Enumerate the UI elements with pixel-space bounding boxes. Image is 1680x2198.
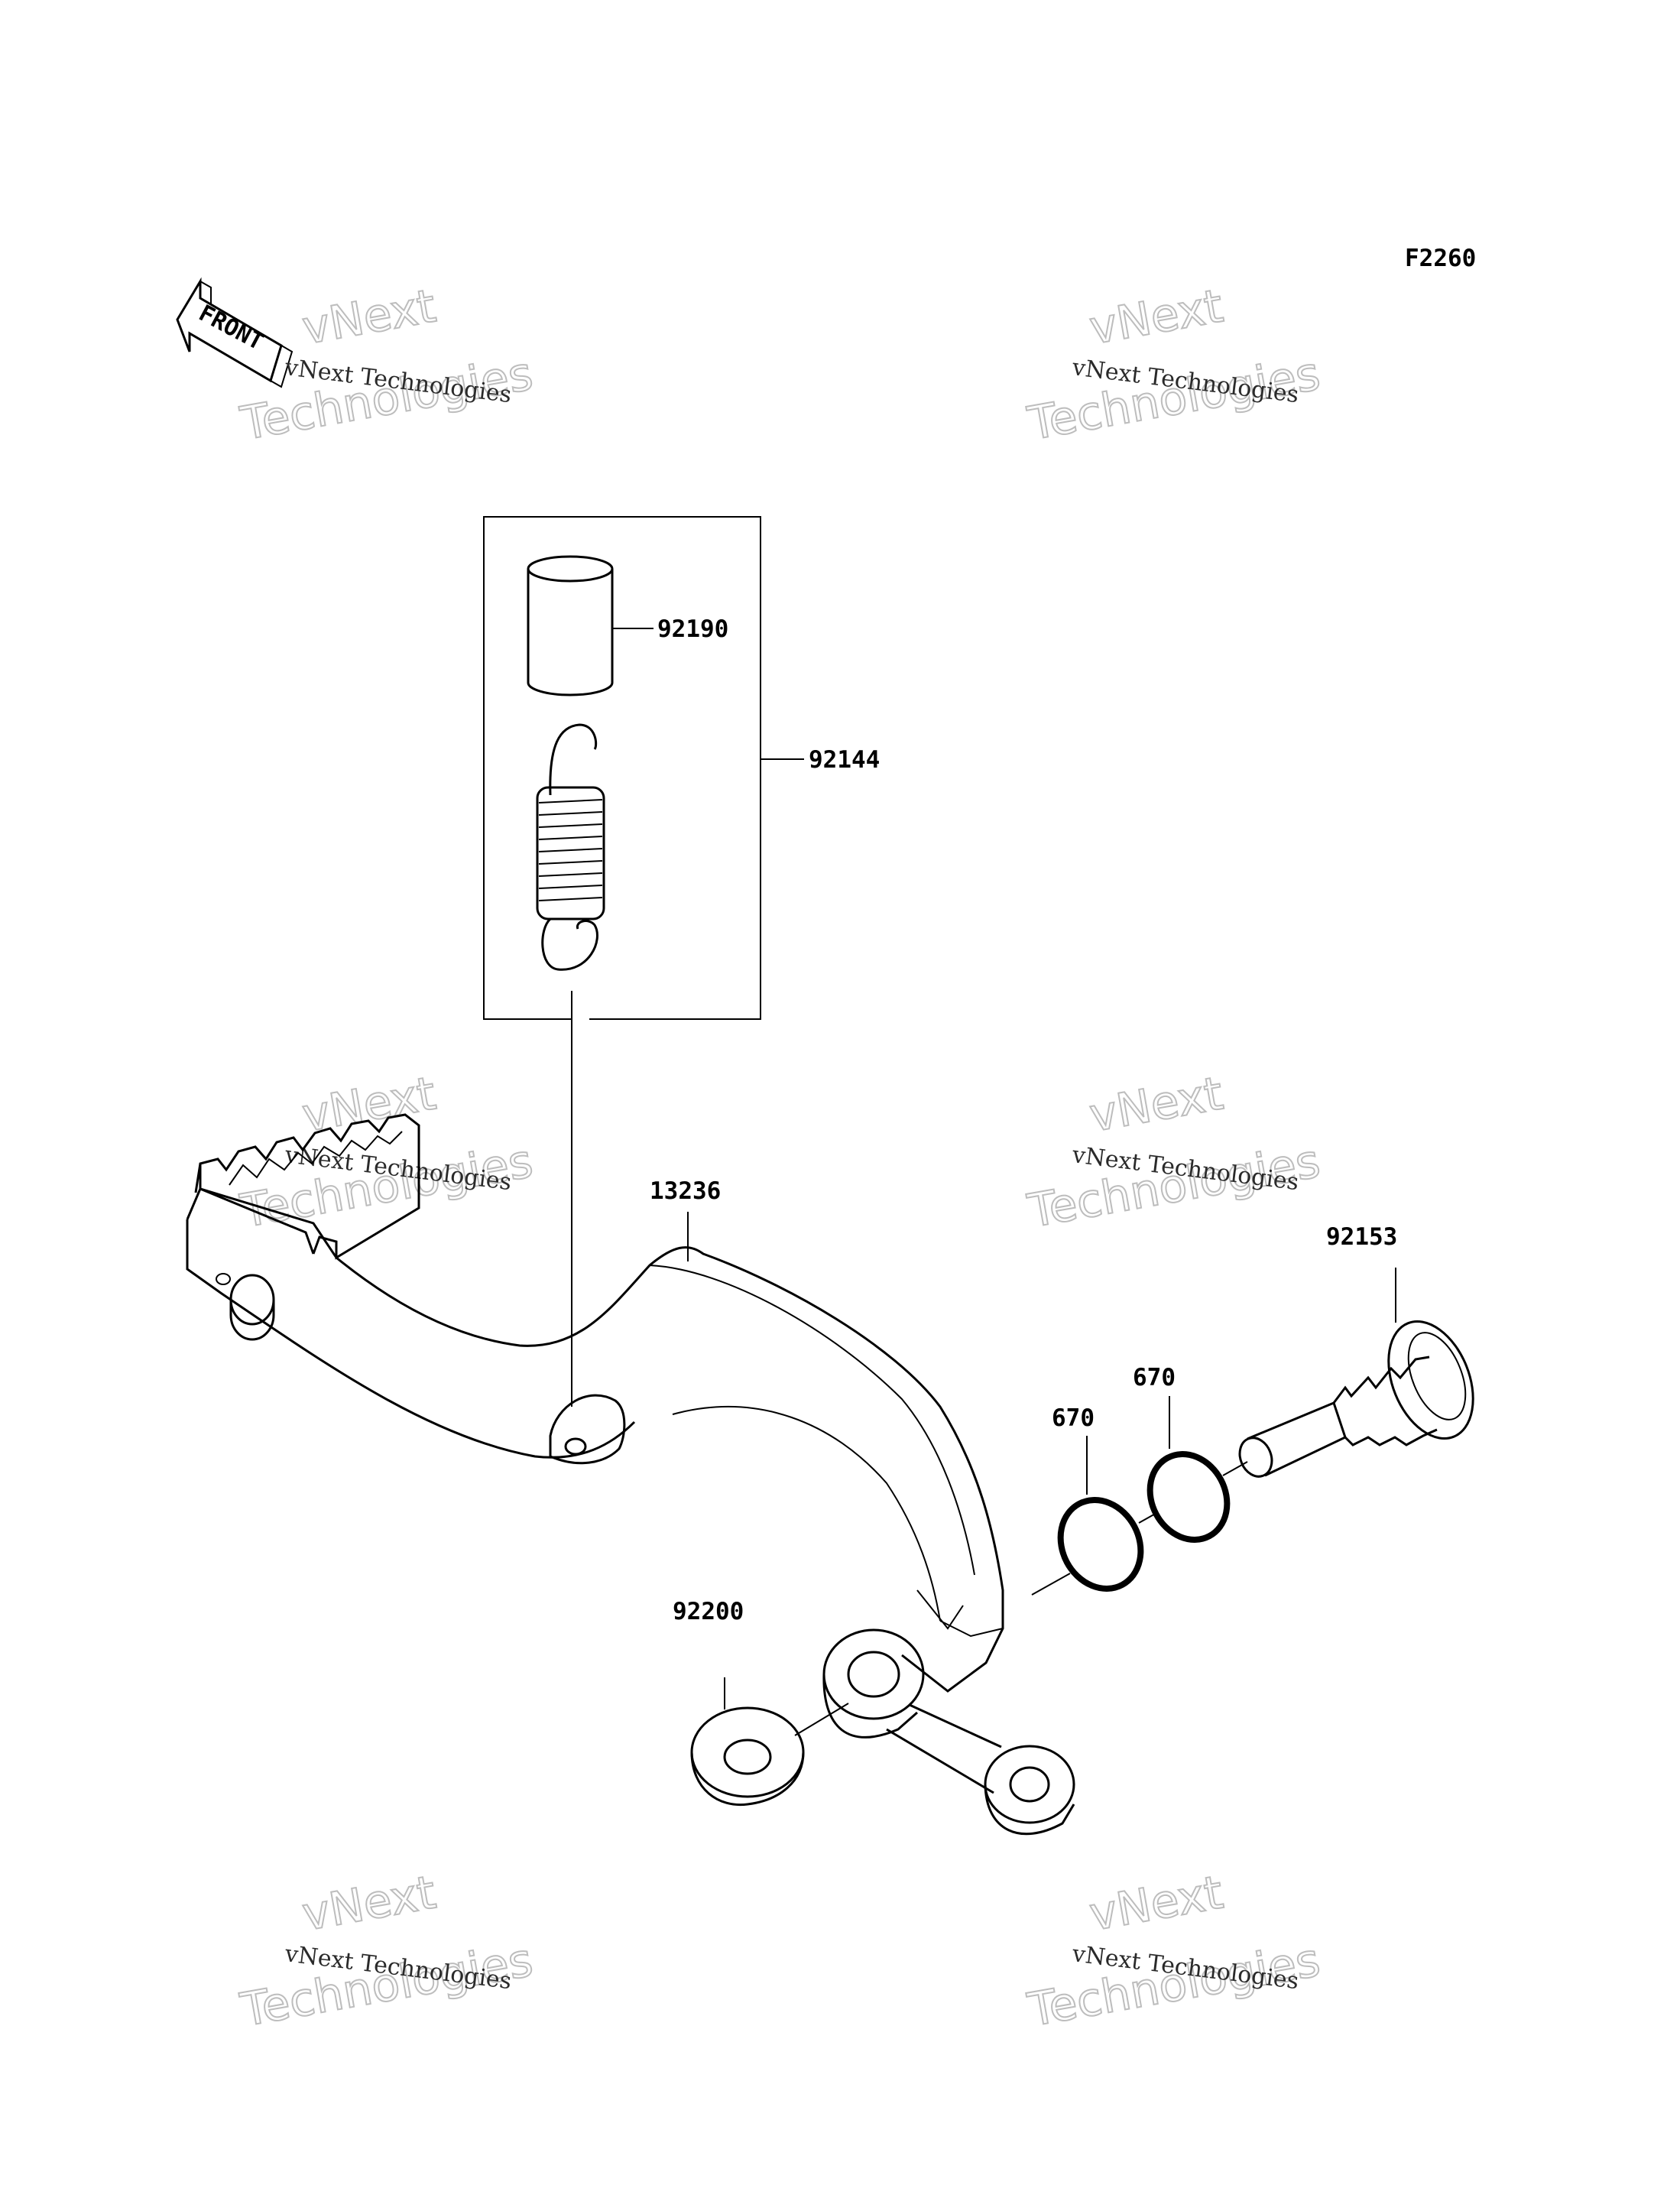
watermark-top-left: vNext Technologies vNext Technologies (235, 278, 537, 452)
spring-kit-box (483, 516, 804, 1020)
part-label-spring-kit: 92144 (809, 746, 880, 774)
part-label-brake-pedal: 13236 (650, 1177, 721, 1205)
part-label-collar: 92190 (657, 615, 728, 643)
figure-code: F2260 (1405, 245, 1476, 272)
o-ring-inner-part (1031, 1436, 1144, 1596)
watermark-bottom-right: vNext Technologies vNext Technologies (1023, 1865, 1325, 2038)
brake-pedal-part (186, 1113, 1075, 1836)
o-ring-outer-part (1138, 1396, 1248, 1543)
spring-part (536, 723, 605, 971)
watermark-mid-right: vNext Technologies vNext Technologies (1023, 1066, 1325, 1239)
watermark-top-right: vNext Technologies vNext Technologies (1023, 278, 1325, 452)
svg-text:vNext: vNext (298, 1865, 439, 1941)
part-label-pivot-bolt: 92153 (1326, 1223, 1397, 1251)
svg-text:vNext: vNext (1085, 1865, 1227, 1941)
front-label: FRONT (194, 300, 268, 356)
svg-text:vNext: vNext (298, 279, 439, 355)
svg-text:vNext: vNext (1085, 279, 1227, 355)
watermark-bottom-left: vNext Technologies vNext Technologies (235, 1865, 537, 2038)
washer-part (690, 1677, 849, 1807)
collar-part (527, 555, 654, 696)
part-label-o-ring-outer: 670 (1133, 1364, 1176, 1391)
front-arrow-icon: FRONT (176, 277, 294, 388)
part-label-o-ring-inner: 670 (1052, 1404, 1095, 1432)
svg-text:vNext: vNext (1085, 1067, 1227, 1142)
part-label-washer: 92200 (673, 1598, 744, 1625)
pivot-bolt-part (1238, 1268, 1474, 1478)
